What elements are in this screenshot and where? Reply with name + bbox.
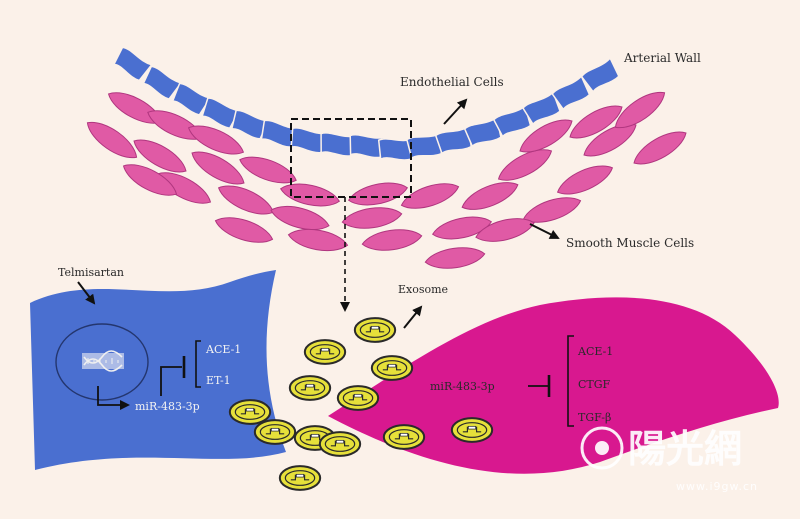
smooth-muscle-cell (191, 151, 245, 185)
exosome-vesicle (278, 465, 322, 491)
smooth-muscle-cells-label: Smooth Muscle Cells (566, 236, 694, 250)
smooth-muscle-cell (556, 165, 614, 195)
smooth-muscle-cell (614, 91, 666, 129)
endothelial-cell (463, 116, 502, 148)
smooth-muscle-cell-body (328, 297, 779, 474)
smc-target-ace1: ACE-1 (577, 345, 613, 358)
smooth-muscle-cell (214, 217, 274, 243)
exosome-vesicle (370, 355, 414, 381)
smooth-muscle-cell (633, 131, 687, 165)
endothelial-cell (320, 132, 356, 157)
smooth-muscle-cell (187, 125, 245, 155)
exosome-vesicle (228, 399, 272, 425)
smooth-muscle-cells-arrow (529, 223, 560, 239)
smooth-muscle-cell (400, 183, 460, 209)
exosome-vesicle (303, 339, 347, 365)
smooth-muscle-cell (461, 182, 519, 210)
smooth-muscle-cell (519, 119, 573, 153)
telmisartan-arrow (77, 281, 96, 305)
endothelial-cell (522, 91, 561, 126)
watermark-text: 陽光網 (628, 426, 742, 471)
telmisartan-label: Telmisartan (58, 266, 124, 279)
smooth-muscle-cell (133, 139, 187, 173)
endothelial-cell (434, 125, 472, 155)
arterial-wall-label: Arterial Wall (623, 51, 701, 65)
smooth-muscle-cell (583, 123, 637, 157)
smooth-muscle-cell (347, 182, 409, 206)
smc-target-tgfb: TGF-β (578, 411, 611, 424)
exosome-label: Exosome (398, 283, 448, 296)
smooth-muscle-cell (497, 149, 553, 181)
nucleus (55, 323, 149, 401)
smc-mirna-label: miR-483-3p (430, 380, 495, 393)
smc-target-ctgf: CTGF (578, 378, 611, 391)
smooth-muscle-cell (361, 229, 423, 251)
endothelial-cells-arrow (443, 98, 468, 125)
ec-inhibition-line (160, 366, 182, 396)
smooth-muscle-cell (569, 105, 623, 139)
smooth-muscle-cell (287, 228, 349, 252)
smooth-muscle-cell (122, 164, 178, 196)
smooth-muscle-cell (522, 197, 582, 223)
smooth-muscle-cell (475, 218, 535, 242)
endothelial-cell (171, 82, 212, 116)
exosome-arrow (403, 305, 423, 329)
endothelial-cells-label: Endothelial Cells (400, 75, 504, 89)
smc-target-bracket (567, 335, 574, 427)
watermark-url: www.i9gw.cn (676, 480, 758, 493)
exosome-vesicle (253, 419, 297, 445)
endothelial-cell (551, 74, 591, 111)
ec-target-ace1: ACE-1 (205, 343, 241, 356)
dna-icon (82, 350, 124, 372)
smooth-muscle-cell (279, 183, 341, 207)
smooth-muscle-cell (217, 185, 275, 215)
endothelial-cell (142, 65, 183, 100)
exosome-vesicle (382, 424, 426, 450)
ec-mirna-label: miR-483-3p (135, 400, 200, 413)
exosome-vesicle (288, 375, 332, 401)
smooth-muscle-cell (239, 156, 297, 184)
endothelial-cell (112, 46, 153, 82)
endothelial-cell (580, 56, 620, 94)
endothelial-cell-body (30, 270, 286, 470)
endothelial-cell (201, 97, 241, 130)
zoom-box (290, 118, 412, 198)
smooth-muscle-cell (424, 247, 486, 269)
watermark-logo-icon (580, 426, 624, 470)
endothelial-cell (230, 109, 270, 140)
watermark: 陽光網 www.i9gw.cn (580, 426, 758, 493)
exosome-vesicle (450, 417, 494, 443)
smooth-muscle-cell-layer (86, 91, 687, 269)
exosome-vesicle (353, 317, 397, 343)
exosome-vesicle (336, 385, 380, 411)
endothelial-cell (492, 104, 532, 138)
mirna-pathway-arrow (97, 386, 130, 410)
ec-target-bracket (195, 340, 201, 388)
smooth-muscle-cell (86, 121, 138, 159)
exosome-vesicle (318, 431, 362, 457)
ec-target-et1: ET-1 (206, 374, 231, 387)
smooth-muscle-cell (270, 206, 330, 230)
smooth-muscle-cell (341, 207, 403, 229)
smooth-muscle-cell (431, 216, 493, 240)
